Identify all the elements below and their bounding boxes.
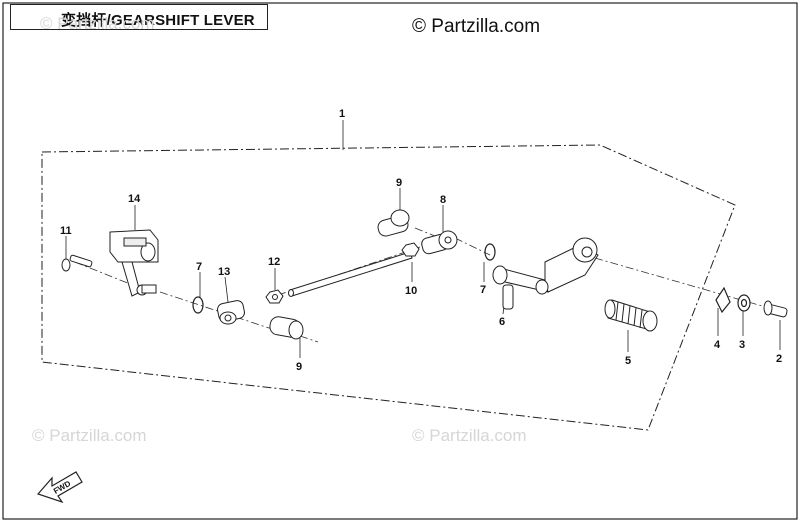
callout-2: 2 <box>776 353 782 365</box>
part-7-washer-right <box>484 243 496 261</box>
callout-5: 5 <box>625 355 631 367</box>
callout-7-right: 7 <box>480 284 486 296</box>
part-10-nut <box>401 242 420 257</box>
part-6-pedal-arm <box>492 237 599 310</box>
part-2-pin <box>763 300 788 318</box>
callout-12: 12 <box>268 256 280 268</box>
copyright-text: © Partzilla.com <box>412 16 541 37</box>
callout-9-upper: 9 <box>396 177 402 189</box>
callout-13: 13 <box>218 266 230 278</box>
shift-rod <box>288 251 413 297</box>
callout-14: 14 <box>128 193 141 205</box>
watermark-bottom-center: © Partzilla.com <box>412 426 527 445</box>
title-box: 变挡杆/GEARSHIFT LEVER <box>10 4 268 30</box>
part-4-cotter <box>715 286 731 314</box>
callout-1: 1 <box>339 108 345 120</box>
callout-3: 3 <box>739 339 745 351</box>
part-7-washer-left <box>192 296 204 314</box>
part-13-joint <box>217 300 245 325</box>
watermark-top-left: © Partzilla.com <box>40 14 155 33</box>
callout-7-left: 7 <box>196 261 202 273</box>
callout-8: 8 <box>440 194 446 206</box>
callout-6: 6 <box>499 316 505 328</box>
fwd-arrow: FWD <box>36 471 83 504</box>
part-9-ball-end-left <box>269 316 304 340</box>
leader-lines <box>65 120 781 358</box>
part-9-ball-end-upper <box>377 209 410 237</box>
page-title: 变挡杆/GEARSHIFT LEVER <box>61 12 255 29</box>
part-8-joint <box>421 230 458 255</box>
watermark-bottom-left: © Partzilla.com <box>32 426 147 445</box>
assembly-boundary <box>41 144 736 431</box>
callout-9-lower: 9 <box>296 361 302 373</box>
callout-10: 10 <box>405 285 417 297</box>
part-3-washer <box>737 294 751 312</box>
part-12-nut <box>265 289 284 304</box>
part-11-bolt <box>61 254 93 272</box>
part-5-pedal-rubber <box>604 299 658 332</box>
callout-labels: 1 14 11 7 13 12 9 9 8 10 7 6 5 4 3 2 <box>60 108 782 373</box>
callout-4: 4 <box>714 339 721 351</box>
part-14-arm <box>109 229 159 297</box>
callout-11: 11 <box>60 225 72 237</box>
